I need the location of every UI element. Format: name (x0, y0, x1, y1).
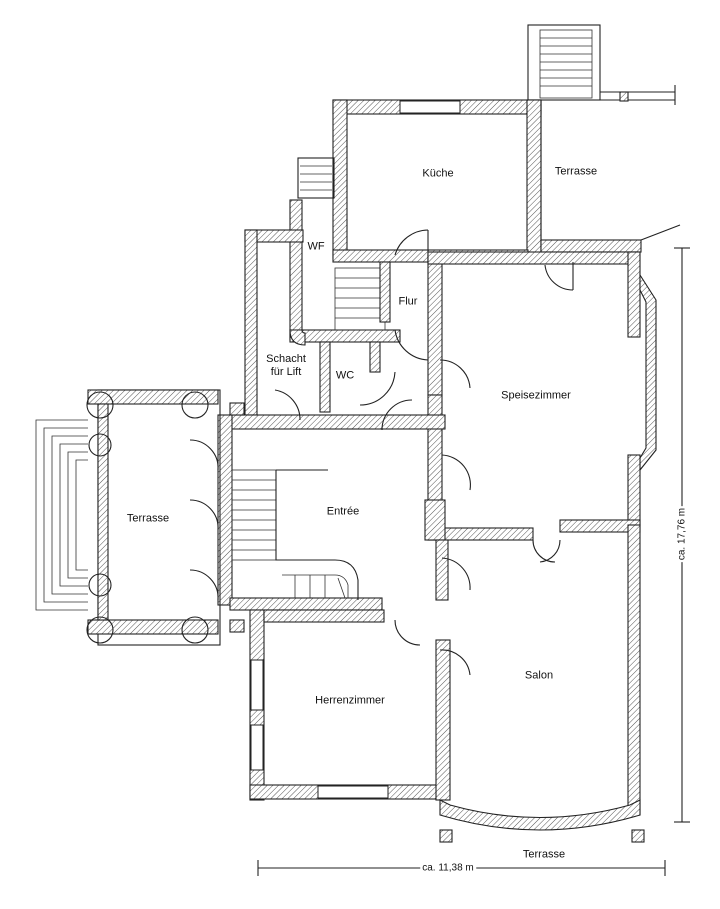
schacht-line2: für Lift (270, 366, 302, 378)
schacht-line1: Schacht (266, 353, 306, 365)
terrace-west (35, 389, 245, 646)
room-label-terrasse-north: Terrasse (554, 165, 598, 178)
exterior-stair-north (527, 24, 676, 105)
interior-stair (334, 267, 386, 331)
room-label-salon: Salon (524, 669, 554, 682)
room-label-entree: Entrée (326, 505, 360, 518)
speisezimmer-walls (427, 251, 657, 563)
dimension-width: ca. 11,38 m (420, 862, 476, 874)
terrace-north-edge (540, 100, 681, 255)
entree-walls (217, 389, 471, 646)
room-label-terrasse-south: Terrasse (522, 848, 566, 861)
room-label-wf: WF (307, 240, 325, 253)
room-label-schacht: Schacht für Lift (266, 353, 306, 379)
room-label-terrasse-west: Terrasse (126, 512, 170, 525)
entree-staircase (231, 469, 359, 600)
room-label-speisezimmer: Speisezimmer (501, 389, 571, 402)
room-label-herrenzimmer: Herrenzimmer (315, 694, 385, 707)
room-label-flur: Flur (398, 295, 418, 308)
room-label-wc: WC (335, 369, 355, 382)
kitchen-walls (332, 99, 542, 263)
dimension-height: ca. 17,76 m (676, 505, 688, 563)
salon-walls (439, 524, 645, 843)
herrenzimmer-walls (249, 609, 471, 801)
room-label-kueche: Küche (422, 167, 454, 180)
